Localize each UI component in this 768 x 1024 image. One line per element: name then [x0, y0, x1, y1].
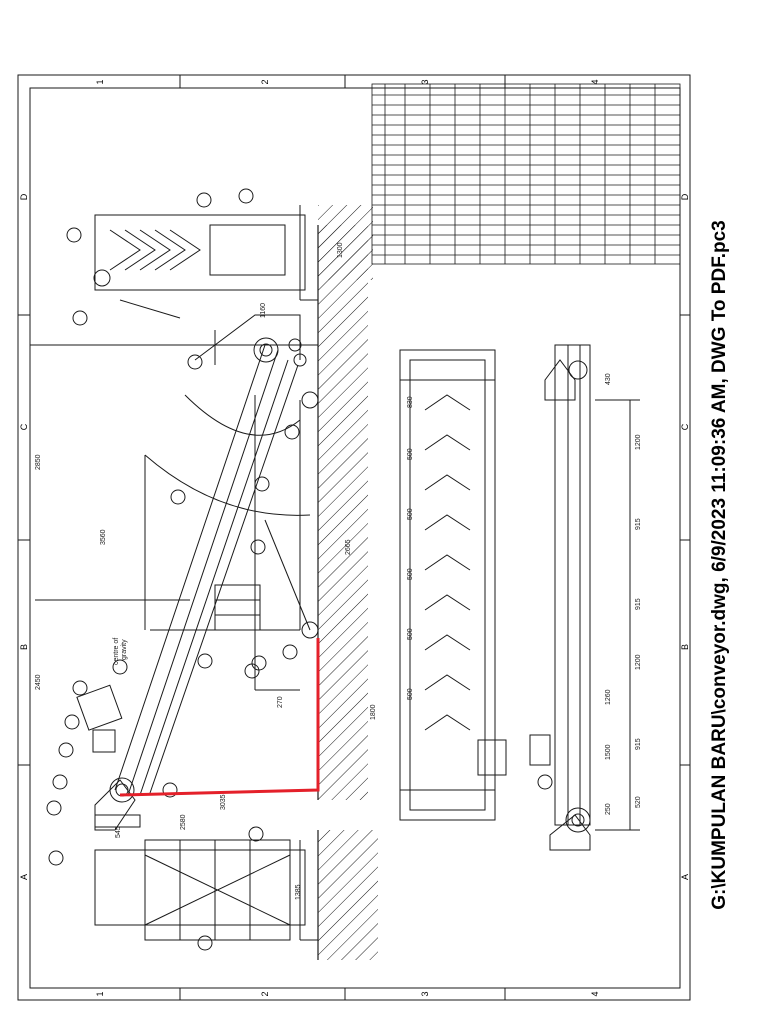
dimension-value: 430: [605, 373, 612, 385]
zone-number: 1: [95, 991, 105, 996]
dimension-value: 1385: [295, 884, 302, 900]
plot-path-label: G:\KUMPULAN BARU\conveyor.dwg, 6/9/2023 …: [709, 220, 730, 910]
dimension-value: 3560: [100, 529, 107, 545]
dimension-value: 1200: [635, 434, 642, 450]
dimension-value: 830: [407, 396, 414, 408]
dimension-value: 2580: [180, 814, 187, 830]
zone-number: 3: [420, 991, 430, 996]
side-view: [529, 344, 640, 851]
centre-of-gravity-label: centre of gravity: [113, 638, 128, 665]
dimension-value: 915: [635, 518, 642, 530]
discharge-end-view: [66, 188, 318, 326]
dimension-value: 2450: [35, 674, 42, 690]
zone-letter: B: [680, 644, 690, 650]
dimension-value: 500: [407, 448, 414, 460]
cog-label-line2: gravity: [121, 639, 128, 660]
cog-label-line1: centre of: [113, 638, 120, 665]
zone-number: 1: [95, 79, 105, 84]
dimension-value: 1300: [337, 242, 344, 258]
inclined-conveyor: [30, 314, 319, 831]
zone-letter: A: [19, 874, 29, 880]
parts-list: [371, 83, 681, 265]
dimension-value: 3035: [220, 794, 227, 810]
zone-letter: B: [19, 644, 29, 650]
ground-hatching: [317, 205, 378, 960]
dimension-value: 500: [407, 688, 414, 700]
sheet-border: [17, 74, 691, 1001]
zone-number: 3: [420, 79, 430, 84]
dimension-value: 1800: [370, 704, 377, 720]
zone-letter: C: [680, 423, 690, 430]
plan-view: [399, 349, 507, 821]
dimension-value: 2850: [35, 454, 42, 470]
zone-letter: C: [19, 423, 29, 430]
zone-letter: D: [680, 193, 690, 200]
dimension-value: 545: [115, 826, 122, 838]
dimension-values: 2450 2580 2665 3560 3035 2850 1800 545 1…: [35, 242, 642, 900]
zone-numbers-bottom: 1 2 3 4: [95, 991, 600, 996]
zone-numbers-top: 1 2 3 4: [95, 79, 600, 84]
dimension-value: 250: [605, 803, 612, 815]
zone-number: 4: [590, 991, 600, 996]
dimension-value: 1160: [260, 303, 267, 318]
dimension-value: 520: [635, 796, 642, 808]
zone-letters-right: D C B A: [680, 193, 690, 880]
zone-letter: D: [19, 193, 29, 200]
dimension-value: 915: [635, 738, 642, 750]
zone-number: 4: [590, 79, 600, 84]
dimension-value: 1200: [635, 654, 642, 670]
dimension-value: 1260: [605, 689, 612, 705]
dimension-value: 2665: [345, 539, 352, 555]
dimension-value: 500: [407, 628, 414, 640]
feed-end-view: [48, 826, 318, 951]
dimension-value: 1500: [605, 744, 612, 760]
dimension-value: 915: [635, 598, 642, 610]
highlight-path: [119, 638, 320, 797]
zone-letter: A: [680, 874, 690, 880]
zone-number: 2: [260, 991, 270, 996]
dimension-value: 500: [407, 508, 414, 520]
zone-letters-left: D C B A: [19, 193, 29, 880]
dimension-value: 270: [277, 696, 284, 708]
dimension-value: 500: [407, 568, 414, 580]
zone-number: 2: [260, 79, 270, 84]
